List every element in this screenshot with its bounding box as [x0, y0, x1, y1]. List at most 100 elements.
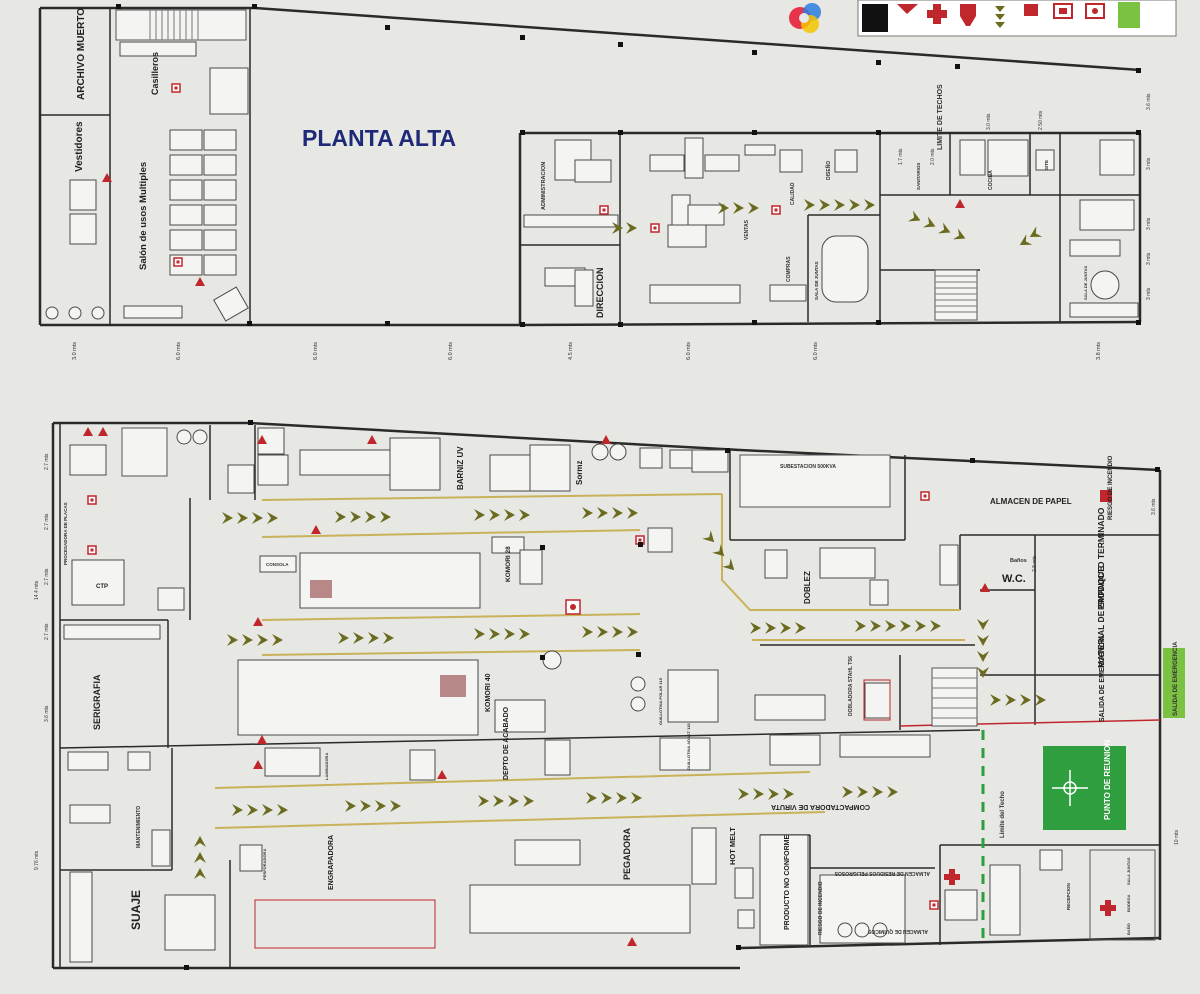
limite-techo-label: Limite del Techo [1000, 791, 1006, 838]
ctp-label: CTP [96, 584, 108, 590]
almacen-papel-label: ALMACEN DE PAPEL [990, 497, 1072, 506]
mantenimiento-label: MANTENIMIENTO [136, 806, 142, 848]
sala-juntas-2-label: SALA DE JUNTAS [1083, 265, 1088, 300]
alarm-square-outline-icon [1085, 3, 1105, 19]
punto-reunion-label: PUNTO DE REUNION [1103, 739, 1112, 820]
dim-upper-top-3: 1.7 mts [898, 148, 904, 165]
dim-upper-6: 6.0 mts [686, 342, 692, 360]
guillotina2-label: GUILLOTINA ADAST 115 [686, 723, 691, 770]
dim-upper-7: 6.0 mts [813, 342, 819, 360]
dim-upper-1: 3.0 mts [72, 342, 78, 360]
diseno-label: DISEÑO [825, 161, 832, 180]
engrapadora-label: ENGRAPADORA [328, 835, 335, 890]
salon-label: Salón de usos Multiples [138, 162, 149, 270]
guillotina1-label: GUILLOTINA POLAR 115 [658, 677, 663, 725]
exit-sign-icon [1118, 2, 1140, 28]
suaje-label: SUAJE [129, 890, 143, 930]
dim-upper-top-1: 3.0 mts [986, 113, 992, 130]
panel-icon [862, 4, 888, 32]
alarm-square-outline-icon [1053, 3, 1073, 19]
calidad-label: CALIDAD [790, 182, 796, 205]
dim-upper-right-4: 3 mts [1146, 252, 1152, 265]
dim-ground-right-3: 10 mts [1174, 829, 1180, 845]
dim-ground-left-2: 2.7 mts [44, 513, 50, 530]
hot-melt-label: HOT MELT [728, 827, 737, 865]
dim-upper-5: 4.5 mts [568, 342, 574, 360]
bano-pb-label: BAÑO [1126, 923, 1131, 935]
dim-upper-right-1: 3.6 mts [1146, 93, 1152, 110]
route-arrows-icon [995, 6, 1005, 28]
dim-upper-top-2: 2.50 mts [1038, 110, 1044, 130]
sala-juntas-pb-label: SALA JUNTAS [1126, 857, 1131, 885]
almacen-quimicos-label: ALMACEN DE QUIMICOS [867, 928, 928, 934]
producto-terminado-label: PRODUCTO TERMINADO [1096, 507, 1106, 610]
dim-ground-left-3: 2.7 mts [44, 568, 50, 585]
riesgo-incendio-label: RIESGO DE INCENDIO [1108, 455, 1114, 520]
extinguisher-icon [960, 4, 976, 26]
dim-ground-right-2: 2.8 mts [1032, 555, 1038, 572]
procesadora-label: PROCESADORA DE PLACAS [63, 502, 68, 565]
sala-juntas-label: SALA DE JUNTAS [814, 261, 819, 300]
page-title: PLANTA ALTA [302, 125, 456, 151]
archivo-muerto-label: ARCHIVO MUERTO [76, 8, 87, 100]
pegadora-label: PEGADORA [622, 827, 632, 880]
safety-legend [789, 0, 1177, 37]
almacen-residuos-label: ALMACEN DE RESIDUOS PELIGROSOS [834, 870, 930, 876]
ventas-label: VENTAS [744, 219, 750, 240]
sanitarios-label: SANITARIOS [916, 163, 921, 190]
wc-label: W.C. [1002, 573, 1026, 585]
komori40-label: KOMORI 40 [485, 673, 492, 712]
material-empaque-label: MATERIAL DE EMPAQUE [1096, 566, 1106, 668]
consola-label: CONSOLA [266, 562, 289, 567]
cocina-label: COCINA [988, 170, 994, 190]
dim-upper-4: 6.0 mts [448, 342, 454, 360]
banos-label: Baños [1010, 558, 1027, 564]
direccion-label: DIRECCION [595, 267, 605, 318]
ground-floor: CTP PROCESADORA DE PLACAS SERIGRAFIA MAN… [34, 4, 1185, 970]
dim-upper-right-2: 3 mts [1146, 157, 1152, 170]
limite-techos-label: LIMITE DE TECHOS [937, 84, 944, 150]
depto-acabado-label: DEPTO DE ACABADO [503, 706, 510, 780]
dim-ground-left-5: 3.6 mts [44, 705, 50, 722]
komori28-label: KOMORI 28 [505, 546, 512, 582]
compras-label: COMPRAS [786, 256, 792, 282]
sormz-label: Sormz [575, 461, 584, 485]
riesgo-incendio-2-label: RIESGO DE INCENDIO [818, 881, 824, 935]
dim-upper-3: 6.0 mts [313, 342, 319, 360]
dim-ground-left-7: 9.76 mts [34, 850, 40, 870]
dim-upper-right-3: 3 mts [1146, 217, 1152, 230]
salida-emergencia-ext-label: SALIDA DE EMERGENCIA [1173, 641, 1179, 716]
dobladora-label: DOBLADORA STAHL T56 [848, 656, 854, 716]
site-label: SITE [1044, 160, 1049, 170]
upper-floor: ARCHIVO MUERTO Vestidores Salón de usos … [38, 6, 1152, 360]
administracion-label: ADMINISTRACION [541, 162, 547, 210]
salida-emergencia-label: SALIDA DE EMERGENCIA [1099, 635, 1106, 722]
perforadora-label: PERFORADORA [262, 849, 267, 880]
dim-upper-8: 3.8 mts [1096, 342, 1102, 360]
serigrafia-label: SERIGRAFIA [92, 674, 102, 730]
subestacion-label: SUBESTACION 500KVA [780, 464, 836, 470]
compactadora-label: COMPACTADORA DE VIRUTA [771, 803, 870, 810]
first-aid-cross-icon [927, 4, 947, 24]
danger-triangle-icon [897, 4, 918, 14]
dim-upper-top-4: 2.0 mts [930, 148, 936, 165]
laminadora-label: LAMINADORA [324, 753, 329, 780]
dim-upper-right-5: 3 mts [1146, 287, 1152, 300]
dim-ground-left-6: 14.4 mts [34, 580, 40, 600]
dim-ground-left-4: 2.7 mts [44, 623, 50, 640]
logo-icon [789, 3, 821, 33]
barniz-uv-label: BARNIZ UV [456, 446, 465, 490]
dim-upper-2: 6.0 mts [176, 342, 182, 360]
bodega-label: BODEGA [1126, 894, 1131, 912]
producto-no-conforme-label: PRODUCTO NO CONFORME [784, 835, 791, 930]
vestidores-label: Vestidores [74, 121, 85, 172]
route-lines [214, 493, 965, 829]
dim-ground-right-1: 3.6 mts [1151, 498, 1157, 515]
doblez-label: DOBLEZ [803, 571, 812, 604]
recepcion-label: RECEPCION [1066, 883, 1071, 910]
dim-ground-left-1: 2.7 mts [44, 453, 50, 470]
casilleros-label: Casilleros [150, 52, 160, 95]
exit-sign [1163, 648, 1185, 718]
alarm-square-icon [1024, 4, 1038, 16]
